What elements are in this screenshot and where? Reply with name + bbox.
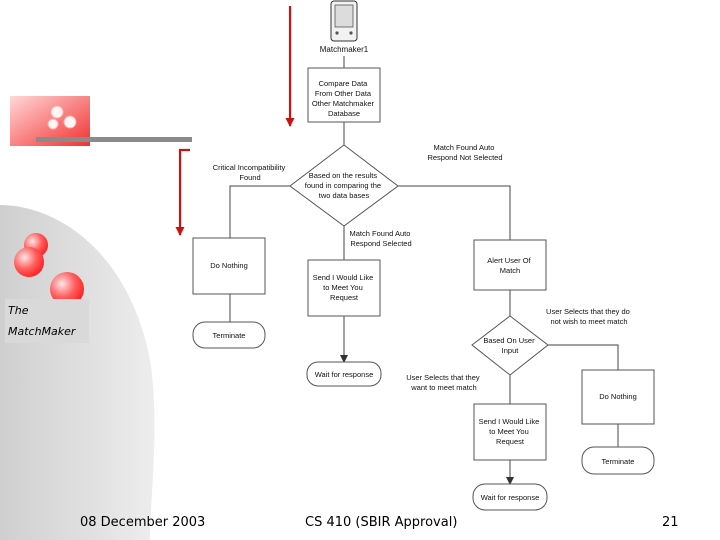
send-request-box-mid (307, 259, 381, 317)
do-nothing-right-text: Do Nothing (599, 392, 637, 401)
critical-label: Critical Incompatibility (213, 163, 286, 172)
connector-decision2-right (548, 344, 619, 370)
compare-data-box (307, 67, 381, 123)
auto-not-selected-label: Match Found Auto (434, 143, 495, 152)
pda-device-icon (330, 0, 358, 42)
auto-selected-label: Match Found Auto (350, 229, 411, 238)
terminate-right-text: Terminate (602, 457, 635, 466)
alert-user-box (473, 239, 547, 291)
auto-selected-label: Respond Selected (350, 239, 411, 248)
connector-decision1-left (229, 185, 290, 238)
decision2-line: Input (502, 346, 520, 355)
wait-right-text: Wait for response (481, 493, 540, 502)
user-yes-label: want to meet match (410, 383, 476, 392)
send-request-box-right (473, 403, 547, 461)
do-nothing-box-left (192, 237, 266, 295)
red-arrow-left (175, 148, 190, 236)
user-no-label: not wish to meet match (550, 317, 627, 326)
wait-mid-text: Wait for response (315, 370, 374, 379)
slide-title-line2: MatchMaker (8, 325, 76, 338)
svg-text:Critical Incompatibility F: Critical Incompatibility Found (213, 163, 288, 182)
gray-curve-shape (0, 205, 155, 540)
alert-user-line: Match (500, 266, 520, 275)
svg-text:Match Found Auto Respond S: Match Found Auto Respond Selected (350, 229, 413, 248)
terminate-left-text: Terminate (213, 331, 246, 340)
alert-user-line: Alert User Of (487, 256, 531, 265)
send-request-right-line: Request (496, 437, 525, 446)
wait-response-mid (306, 361, 382, 387)
wait-response-right (472, 483, 548, 511)
red-ball (50, 272, 84, 306)
svg-text:Send I Would Like to Meet: Send I Would Like to Meet You Request (479, 417, 542, 446)
send-request-right-line: Send I Would Like (479, 417, 540, 426)
footer-page-number: 21 (662, 515, 679, 530)
decision1-line: two data bases (319, 191, 370, 200)
decision1-line: Based on the results (309, 171, 378, 180)
compare-line: From Other Data (315, 89, 372, 98)
svg-text:Match Found Auto Respond N: Match Found Auto Respond Not Selected (427, 143, 502, 162)
auto-not-selected-label: Respond Not Selected (427, 153, 502, 162)
svg-text:Send I Would Like to Meet: Send I Would Like to Meet You Request (313, 273, 376, 302)
compare-line: Compare Data (319, 79, 369, 88)
send-request-right-line: to Meet You (489, 427, 529, 436)
decision-diamond-1 (289, 144, 399, 227)
user-no-label: User Selects that they do (546, 307, 630, 316)
compare-line: Database (328, 109, 360, 118)
do-nothing-left-text: Do Nothing (210, 261, 248, 270)
svg-text:User Selects that they do: User Selects that they do not wish to me… (546, 307, 632, 326)
device-label: Matchmaker1 (320, 45, 369, 54)
send-request-line: Send I Would Like (313, 273, 374, 282)
footer-course: CS 410 (SBIR Approval) (305, 515, 458, 530)
slide-title: The MatchMaker (5, 299, 89, 343)
footer-date: 08 December 2003 (80, 515, 206, 530)
do-nothing-box-right (581, 369, 655, 425)
user-yes-label: User Selects that they (406, 373, 480, 382)
critical-label: Found (239, 173, 260, 182)
connector-decision1-right (398, 185, 511, 240)
decision1-line: found in comparing the (305, 181, 381, 190)
terminate-right (581, 446, 655, 475)
send-request-line: to Meet You (323, 283, 363, 292)
svg-text:Alert User Of Match: Alert User Of Match (487, 256, 532, 275)
compare-line: Other Matchmaker (312, 99, 375, 108)
terminate-left (192, 321, 266, 349)
slide-title-line1: The (8, 304, 29, 317)
decision-diamond-2 (471, 315, 549, 376)
svg-text:Based On User Input: Based On User Input (483, 336, 536, 355)
send-request-line: Request (330, 293, 359, 302)
red-ball (14, 247, 44, 277)
svg-text:User Selects that they wan: User Selects that they want to meet matc… (406, 373, 481, 392)
svg-text:Based on the results found: Based on the results found in comparing … (305, 171, 383, 200)
header-bar (36, 137, 192, 142)
svg-text:Compare Data From Other Da: Compare Data From Other Data Other Match… (312, 79, 376, 118)
decision2-line: Based On User (483, 336, 535, 345)
